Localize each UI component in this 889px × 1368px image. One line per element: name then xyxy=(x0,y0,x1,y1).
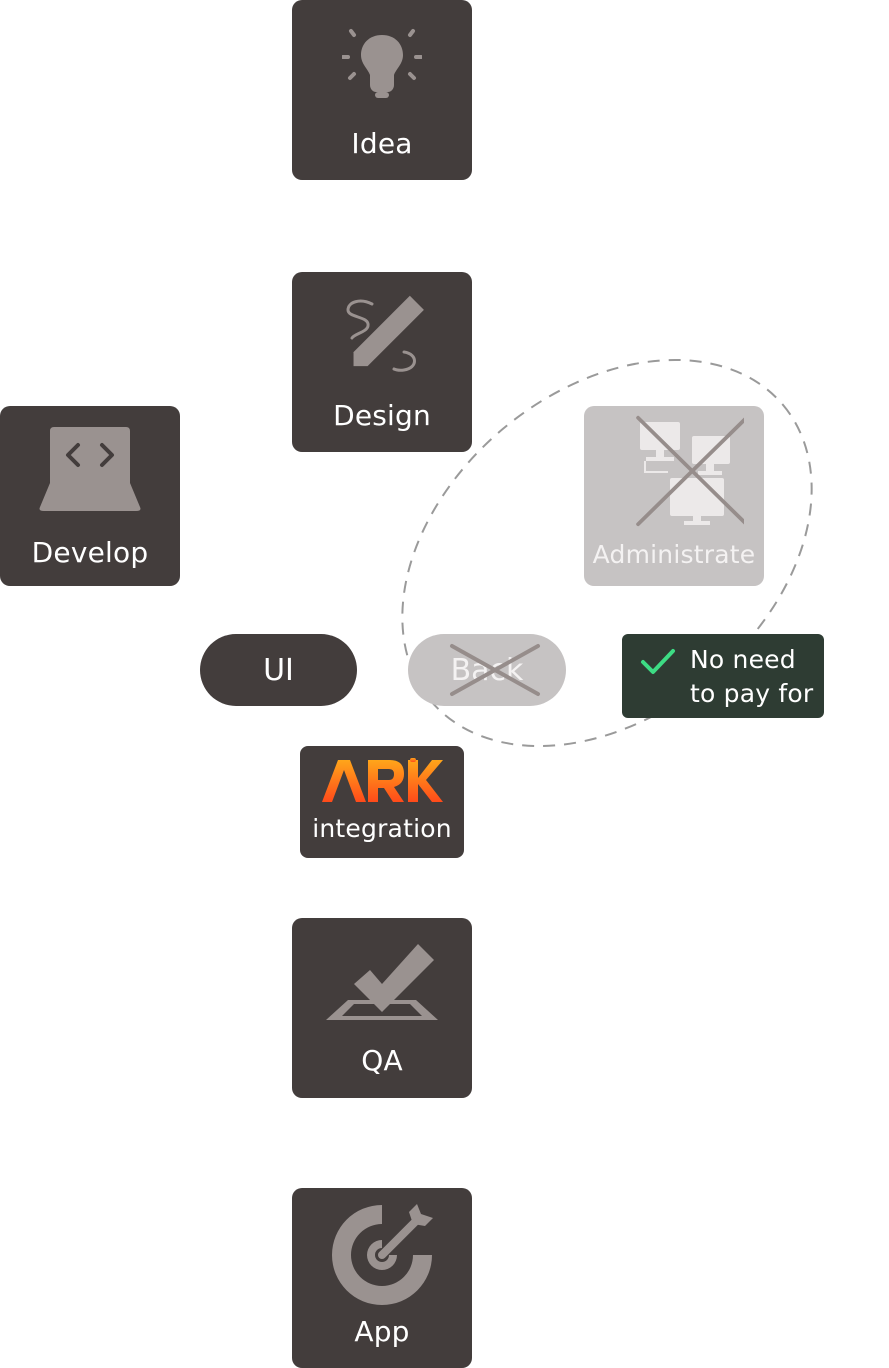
administrate-card: Administrate xyxy=(584,406,764,586)
app-label: App xyxy=(354,1315,410,1348)
pencil-icon xyxy=(292,294,472,384)
ui-label: UI xyxy=(263,652,294,688)
back-pill: Back xyxy=(408,634,566,706)
idea-card: Idea xyxy=(292,0,472,180)
no-need-to-pay-callout: No need to pay for xyxy=(622,634,824,718)
develop-card: Develop xyxy=(0,406,180,586)
callout-text: No need to pay for xyxy=(690,643,813,711)
callout-line-2: to pay for xyxy=(690,679,814,708)
ark-integration-card: integration xyxy=(300,746,464,858)
code-laptop-icon xyxy=(0,427,180,513)
idea-label: Idea xyxy=(351,127,413,160)
app-card: App xyxy=(292,1188,472,1368)
ark-integration-label: integration xyxy=(312,814,452,843)
target-arrow-icon xyxy=(292,1202,472,1308)
check-icon xyxy=(640,648,676,680)
qa-card: QA xyxy=(292,918,472,1098)
network-computers-icon xyxy=(584,414,764,534)
cross-out-icon xyxy=(450,644,540,696)
develop-label: Develop xyxy=(31,536,149,569)
qa-label: QA xyxy=(361,1044,403,1077)
ark-logo xyxy=(300,756,464,806)
administrate-label: Administrate xyxy=(592,540,756,569)
lightbulb-icon xyxy=(292,28,472,103)
design-label: Design xyxy=(333,399,431,432)
ui-pill: UI xyxy=(200,634,357,706)
callout-line-1: No need xyxy=(690,645,796,674)
back-label: Back xyxy=(450,652,524,688)
checkmark-icon xyxy=(292,942,472,1022)
design-card: Design xyxy=(292,272,472,452)
